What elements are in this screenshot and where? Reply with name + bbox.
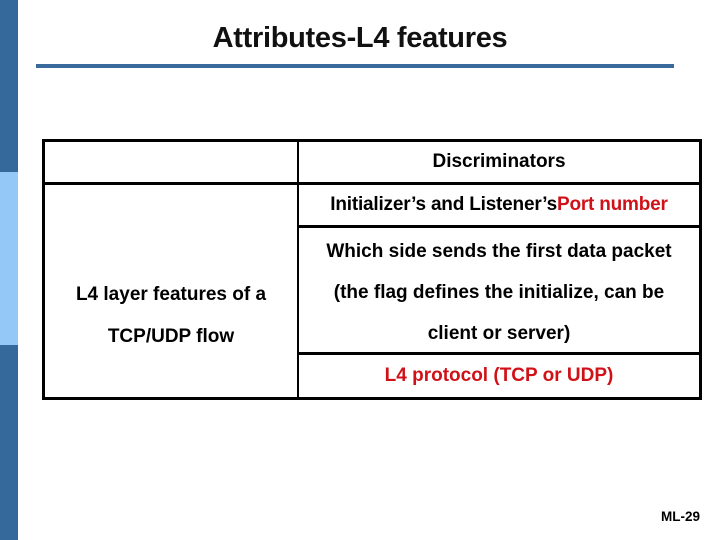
port-row-prefix-text: Initializer’s and Listener’s xyxy=(330,194,557,215)
title-underline-divider xyxy=(36,64,674,68)
table-cell-discriminators-header: Discriminators xyxy=(299,142,699,185)
table-cell-empty xyxy=(45,142,299,185)
row-header-line-2: TCP/UDP flow xyxy=(107,326,235,347)
table-cell-first-data-packet: Which side sends the first data packet (… xyxy=(299,228,699,355)
row-header-line-1: L4 layer features of a xyxy=(75,284,267,305)
sidebar-accent-middle xyxy=(0,172,18,345)
sidebar-accent-top xyxy=(0,0,18,172)
discriminators-header-label: Discriminators xyxy=(432,151,566,172)
l4-protocol-highlight: L4 protocol (TCP or UDP) xyxy=(384,365,614,386)
first-packet-line-3: client or server) xyxy=(427,323,571,344)
port-number-highlight: Port number xyxy=(556,194,668,215)
page-title: Attributes-L4 features xyxy=(212,22,508,54)
sidebar-accent-bottom xyxy=(0,345,18,540)
table-cell-port-number: Initializer’s and Listener’s Port number xyxy=(299,185,699,228)
first-packet-line-2: (the flag defines the initialize, can be xyxy=(333,282,665,303)
page-number-label: ML-29 xyxy=(660,509,700,524)
first-packet-line-1: Which side sends the first data packet xyxy=(326,241,672,262)
table-cell-row-header: L4 layer features of a TCP/UDP flow xyxy=(45,185,299,397)
features-table: L4 layer features of a TCP/UDP flow Disc… xyxy=(42,139,702,400)
table-cell-l4-protocol: L4 protocol (TCP or UDP) xyxy=(299,355,699,397)
